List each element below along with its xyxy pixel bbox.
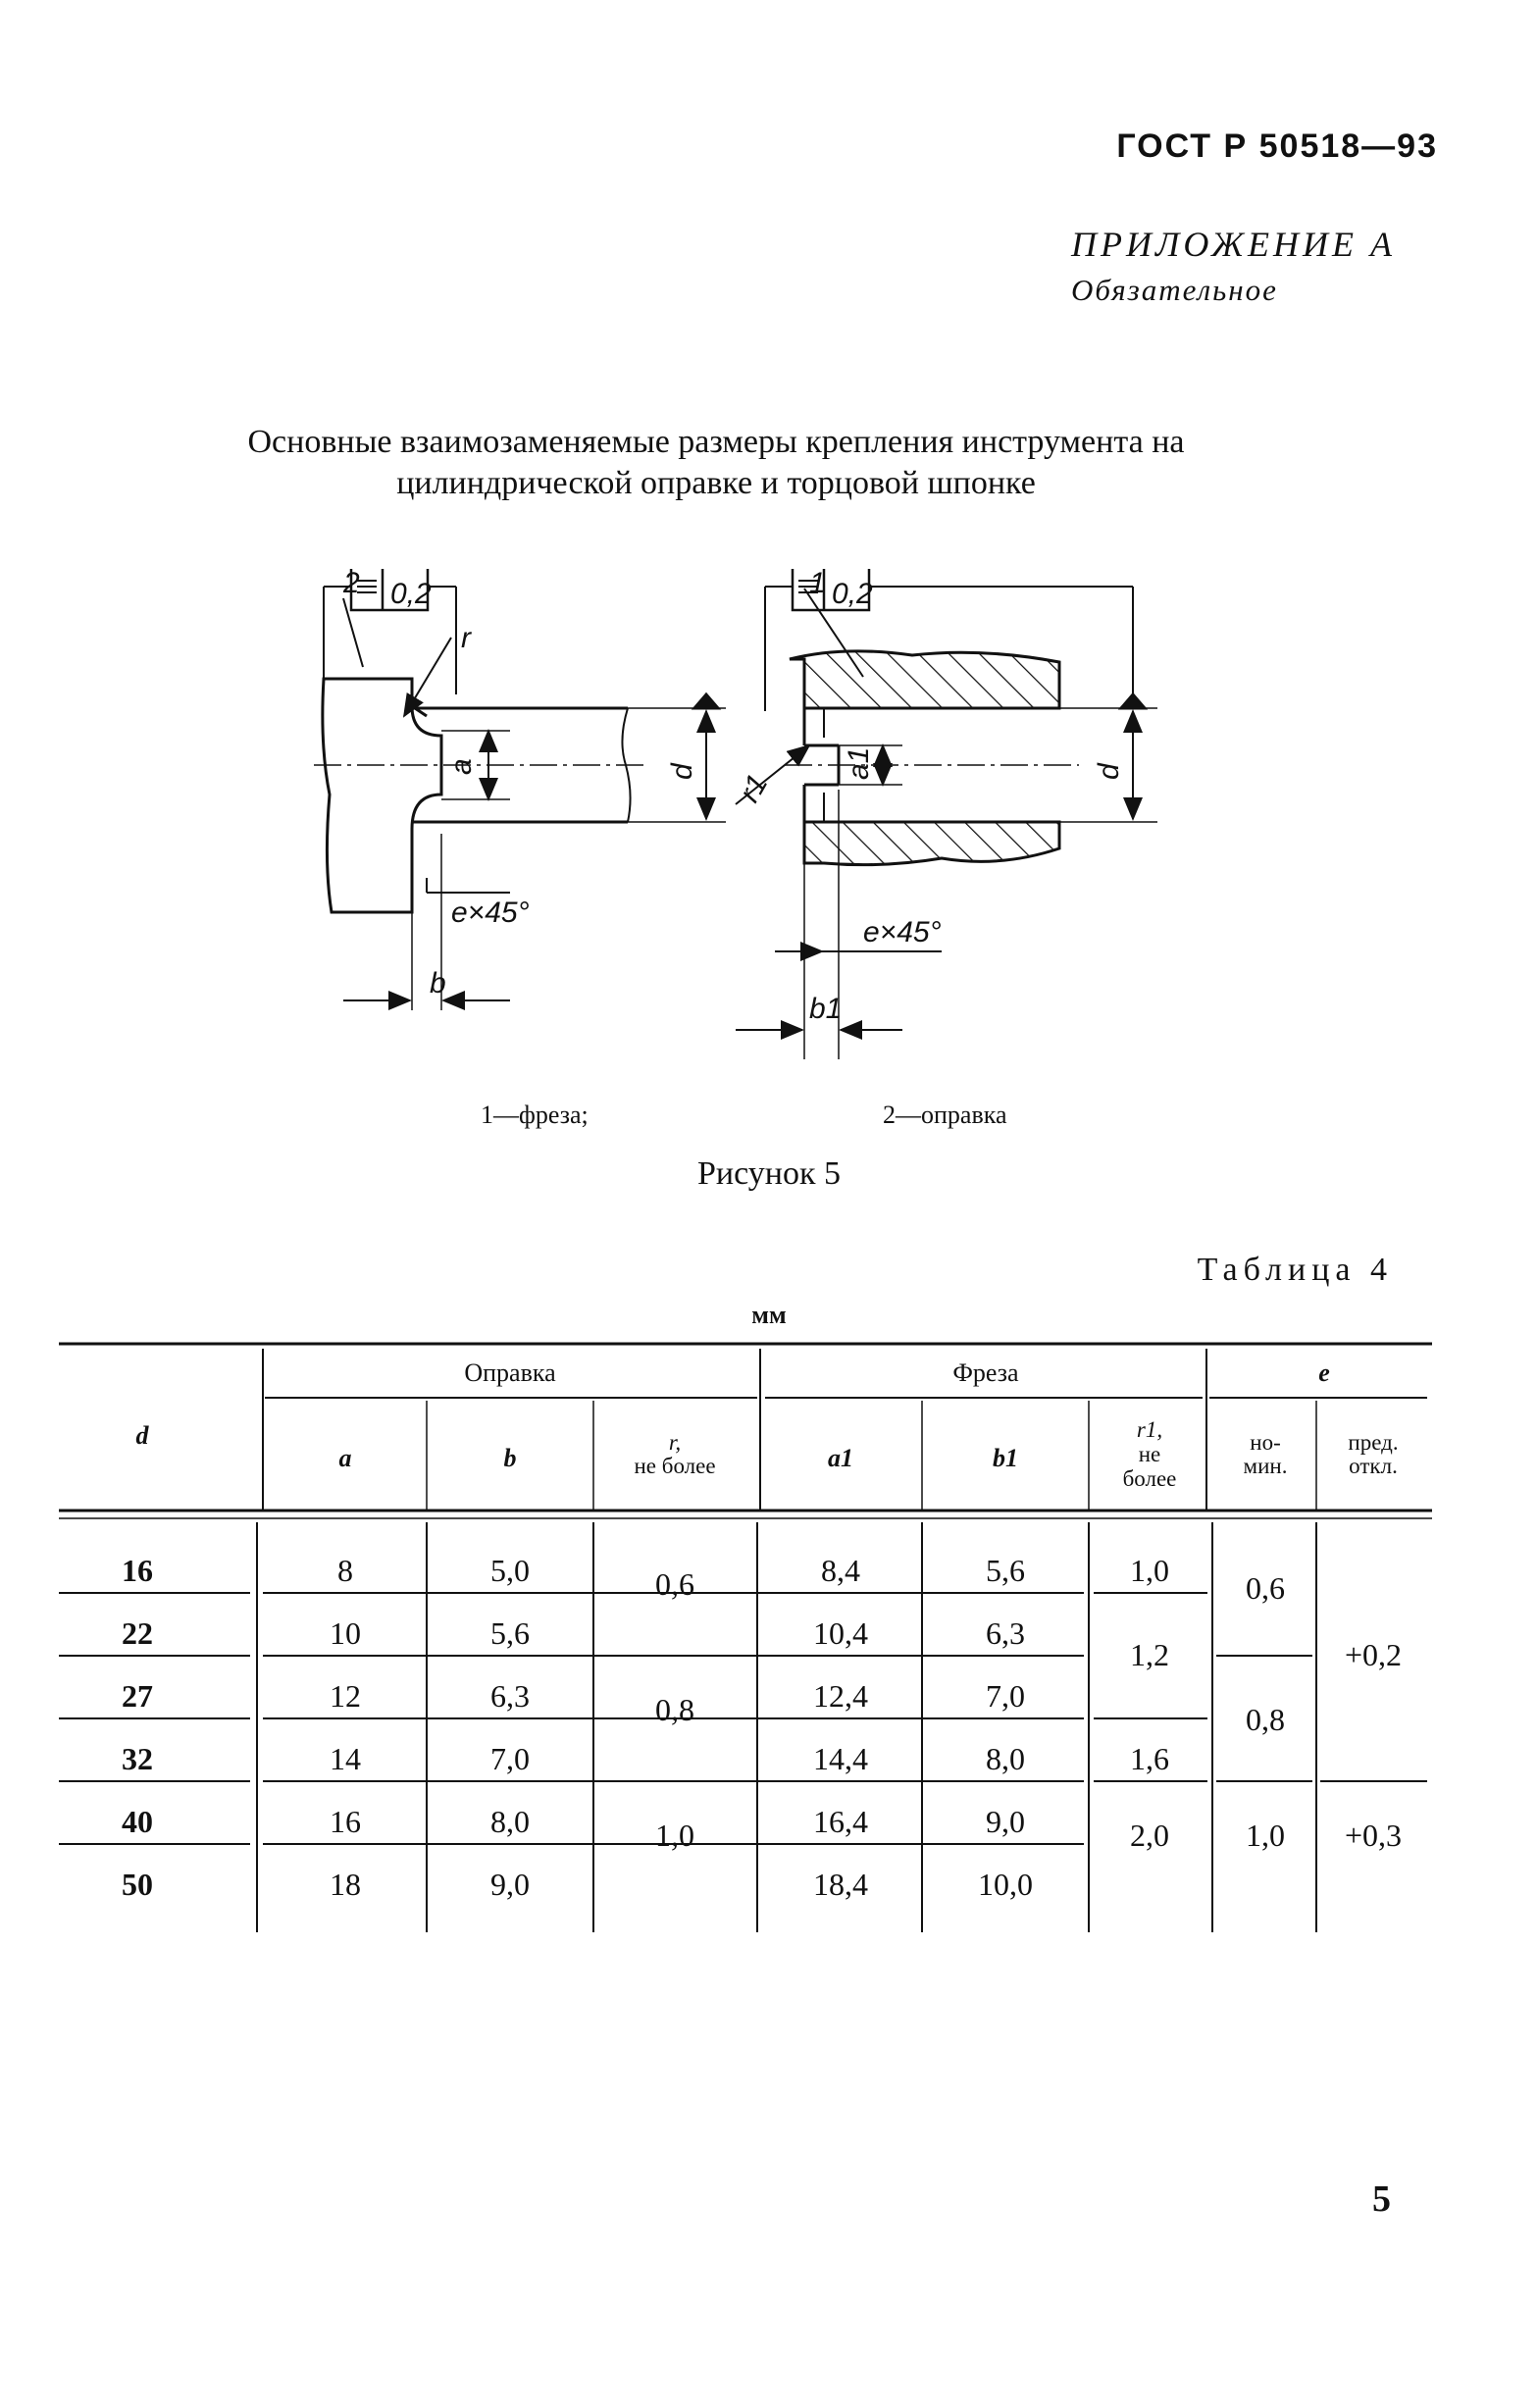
label-dim-b: b — [430, 967, 446, 999]
header-r1-line2: не — [1139, 1442, 1161, 1466]
cell-a: 16 — [330, 1804, 361, 1839]
cell-r1-40-50: 2,0 — [1130, 1818, 1169, 1853]
cell-b1: 8,0 — [986, 1741, 1025, 1776]
data-table: d Оправка Фреза e a b r, не более a1 b1 … — [59, 1342, 1432, 1932]
header-a: a — [339, 1444, 352, 1472]
header-r1-line1: r1, — [1137, 1417, 1162, 1442]
cell-a1: 18,4 — [813, 1867, 868, 1902]
cell-b1: 9,0 — [986, 1804, 1025, 1839]
label-tolerance-left: 0,2 — [390, 578, 432, 610]
header-nominal-line2: мин. — [1244, 1454, 1288, 1478]
label-dim-a1: a1 — [843, 747, 875, 780]
title-line-2: цилиндрической оправке и торцовой шпонке — [396, 465, 1036, 501]
header-r1-line3: более — [1123, 1466, 1177, 1491]
label-chamfer-left: e×45° — [451, 897, 530, 929]
table-caption: Таблица 4 — [1197, 1252, 1393, 1288]
cell-b: 8,0 — [490, 1804, 530, 1839]
cell-e-nominal-16-22: 0,6 — [1246, 1570, 1285, 1606]
table-row: 27 12 6,3 12,4 7,0 — [122, 1678, 1025, 1714]
cell-b1: 7,0 — [986, 1678, 1025, 1714]
cell-b: 5,6 — [490, 1615, 530, 1651]
cell-r1-22-27: 1,2 — [1130, 1637, 1169, 1672]
figure-legend-2: 2—оправка — [883, 1101, 1007, 1129]
cell-b1: 10,0 — [978, 1867, 1033, 1902]
header-cutter: Фреза — [952, 1358, 1019, 1387]
cell-b: 5,0 — [490, 1553, 530, 1588]
cell-d: 50 — [122, 1867, 153, 1902]
cell-a1: 16,4 — [813, 1804, 868, 1839]
cell-a: 8 — [337, 1553, 353, 1588]
cell-d: 22 — [122, 1615, 153, 1651]
header-nominal-line1: но- — [1250, 1430, 1280, 1455]
figure-caption: Рисунок 5 — [697, 1155, 841, 1192]
label-tolerance-right: 0,2 — [832, 578, 873, 610]
header-a1: a1 — [828, 1444, 853, 1472]
header-r-line2: не более — [634, 1454, 715, 1478]
annex-status: Обязательное — [1071, 273, 1278, 307]
table-row: 50 18 9,0 18,4 10,0 — [122, 1867, 1033, 1902]
label-part-cutter: 1 — [809, 569, 826, 599]
header-r-line1: r, — [669, 1430, 681, 1455]
table-row: 16 8 5,0 8,4 5,6 — [122, 1553, 1025, 1588]
table-unit: мм — [751, 1301, 787, 1329]
header-deviation-line1: пред. — [1348, 1430, 1398, 1455]
cell-b: 6,3 — [490, 1678, 530, 1714]
table-rules — [59, 1342, 1432, 1932]
title-line-1: Основные взаимозаменяемые размеры крепле… — [247, 424, 1185, 460]
header-mandrel: Оправка — [464, 1358, 556, 1387]
cell-e-nominal-27-32: 0,8 — [1246, 1702, 1285, 1737]
cell-a: 18 — [330, 1867, 361, 1902]
cell-r-16-22: 0,6 — [655, 1566, 694, 1602]
table-row: 22 10 5,6 10,4 6,3 — [122, 1615, 1025, 1651]
cell-b: 9,0 — [490, 1867, 530, 1902]
cutter-view — [735, 569, 1157, 1059]
cell-r1-32: 1,6 — [1130, 1741, 1169, 1776]
label-dim-b1: b1 — [809, 993, 842, 1025]
standard-number: ГОСТ Р 50518—93 — [1116, 128, 1438, 165]
label-dim-r: r — [461, 622, 472, 654]
table-row: 40 16 8,0 16,4 9,0 — [122, 1804, 1025, 1839]
cell-d: 16 — [122, 1553, 153, 1588]
cell-d: 32 — [122, 1741, 153, 1776]
label-dim-d-right: d — [1093, 762, 1125, 780]
cell-d: 40 — [122, 1804, 153, 1839]
header-deviation-line2: откл. — [1349, 1454, 1398, 1478]
cell-r-27-32: 0,8 — [655, 1692, 694, 1727]
figure-drawing: 2 0,2 a d e×45° b r — [314, 569, 1157, 1059]
cell-a: 10 — [330, 1615, 361, 1651]
table-row: 32 14 7,0 14,4 8,0 — [122, 1741, 1025, 1776]
page-title: Основные взаимозаменяемые размеры крепле… — [137, 422, 1295, 504]
header-b1: b1 — [993, 1444, 1018, 1472]
page-number: 5 — [1372, 2178, 1391, 2220]
cell-a1: 12,4 — [813, 1678, 868, 1714]
cell-r1-16: 1,0 — [1130, 1553, 1169, 1588]
annex-title: ПРИЛОЖЕНИЕ А — [1071, 225, 1396, 264]
header-d: d — [136, 1421, 150, 1450]
cell-b: 7,0 — [490, 1741, 530, 1776]
cell-a1: 14,4 — [813, 1741, 868, 1776]
cell-r-40-50: 1,0 — [655, 1818, 694, 1853]
label-dim-a: a — [445, 758, 478, 775]
header-b: b — [504, 1444, 517, 1472]
cell-d: 27 — [122, 1678, 153, 1714]
cell-a1: 8,4 — [821, 1553, 860, 1588]
label-dim-d-left: d — [666, 762, 698, 780]
cell-e-deviation-40-50: +0,3 — [1345, 1818, 1402, 1853]
cell-e-deviation-16-32: +0,2 — [1345, 1637, 1402, 1672]
mandrel-view — [314, 569, 726, 1010]
label-part-mandrel: 2 — [342, 569, 360, 599]
cell-b1: 5,6 — [986, 1553, 1025, 1588]
cell-a: 14 — [330, 1741, 361, 1776]
cell-a1: 10,4 — [813, 1615, 868, 1651]
cell-a: 12 — [330, 1678, 361, 1714]
header-e: e — [1318, 1358, 1330, 1387]
cell-b1: 6,3 — [986, 1615, 1025, 1651]
cell-e-nominal-40-50: 1,0 — [1246, 1818, 1285, 1853]
label-chamfer-right: e×45° — [863, 916, 942, 948]
figure-legend-1: 1—фреза; — [481, 1101, 589, 1129]
